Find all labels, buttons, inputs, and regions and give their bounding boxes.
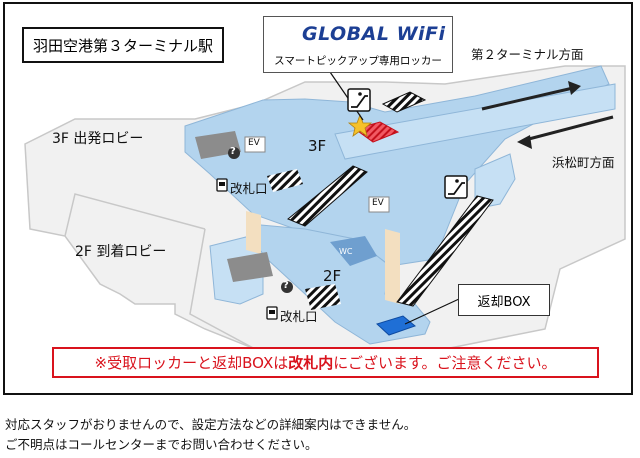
station-inner-lines	[189, 228, 256, 350]
lobby-block-2f	[227, 252, 273, 282]
arrow-hamamatsucho	[517, 115, 614, 149]
elevator-icon	[244, 136, 266, 153]
station-map	[24, 27, 626, 350]
warning-text-after: にございます。ご注意ください。	[333, 354, 557, 372]
elevator-label: EV	[248, 138, 260, 148]
pointer-wifi	[329, 71, 364, 121]
escalator-icon	[444, 175, 468, 199]
footer-note-2: ご不明点はコールセンターまでお問い合わせください。	[5, 437, 318, 452]
map-frame: 羽田空港第３ターミナル駅 GLOBAL WiFi スマートピックアップ専用ロッカ…	[3, 2, 633, 395]
info-mark: ?	[283, 280, 289, 291]
info-icon	[281, 281, 293, 293]
global-wifi-logo: GLOBAL WiFi	[302, 23, 446, 45]
global-wifi-subtitle: スマートピックアップ専用ロッカー	[274, 55, 442, 67]
floor-3f-lobby: 3F 出発ロビー	[52, 131, 144, 147]
floor-3f-label: 3F	[308, 137, 327, 155]
stairs-3f-gate	[267, 169, 303, 192]
return-box-marker	[376, 315, 417, 336]
global-wifi-callout: GLOBAL WiFi スマートピックアップ専用ロッカー	[263, 16, 453, 73]
ticket-gate-icon	[266, 306, 278, 320]
ticket-gate-label-2f: 改札口	[280, 309, 318, 324]
return-box-callout: 返却BOX	[458, 284, 550, 316]
wc-block	[330, 236, 377, 266]
pickup-locker-star	[347, 113, 373, 137]
floor-2f-lobby: 2F 到着ロビー	[75, 244, 167, 260]
wc-label: WC	[339, 247, 353, 256]
warning-text-before: ※受取ロッカーと返却BOXは	[94, 354, 289, 372]
station-inner-lines-2	[64, 193, 206, 237]
escalator-top	[381, 91, 427, 113]
escalator-east	[396, 195, 494, 307]
footer-note-1: 対応スタッフがおりませんので、設定方法などの詳細案内はできません。	[5, 417, 417, 432]
elevator-icon	[368, 196, 390, 213]
ticket-gate-label-3f: 改札口	[230, 181, 268, 196]
stairs-2f-gate	[305, 284, 341, 310]
escalator-icon	[347, 88, 371, 112]
elevator-label: EV	[372, 198, 384, 208]
warning-text-bold: 改札内	[288, 354, 334, 372]
ticket-gate-icon	[216, 178, 228, 192]
station-title: 羽田空港第３ターミナル駅	[22, 27, 224, 63]
direction-terminal2: 第２ターミナル方面	[471, 47, 584, 62]
info-mark: ?	[230, 146, 236, 157]
escalator-center	[287, 165, 368, 227]
locker-warning: ※受取ロッカーと返却BOXは改札内にございます。ご注意ください。	[52, 347, 599, 378]
pointer-return	[404, 298, 460, 325]
direction-hamamatsucho: 浜松町方面	[552, 155, 615, 170]
info-icon	[228, 147, 240, 159]
arrow-terminal2	[481, 81, 581, 111]
pillar-west	[246, 211, 261, 254]
floor-2f-label: 2F	[323, 267, 342, 285]
pillar-east	[385, 229, 400, 304]
